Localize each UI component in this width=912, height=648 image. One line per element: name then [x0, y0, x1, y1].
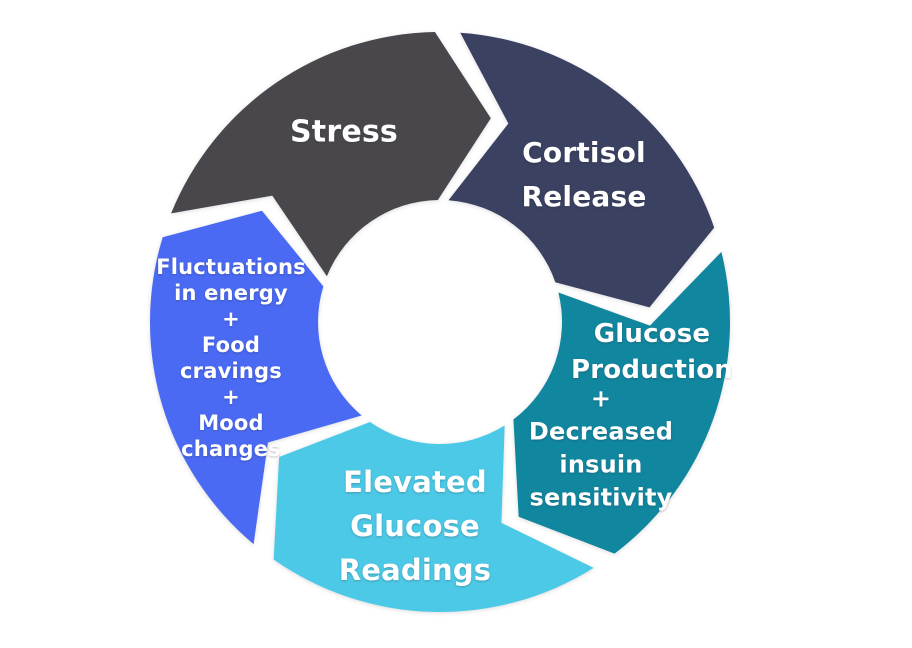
segment-glucose-production — [513, 251, 731, 554]
segment-cortisol-release — [448, 32, 715, 308]
segment-stress — [171, 32, 491, 277]
segment-elevated-glucose-readings — [273, 421, 594, 612]
segment-fluctuations-energy-food-mood — [149, 210, 362, 545]
